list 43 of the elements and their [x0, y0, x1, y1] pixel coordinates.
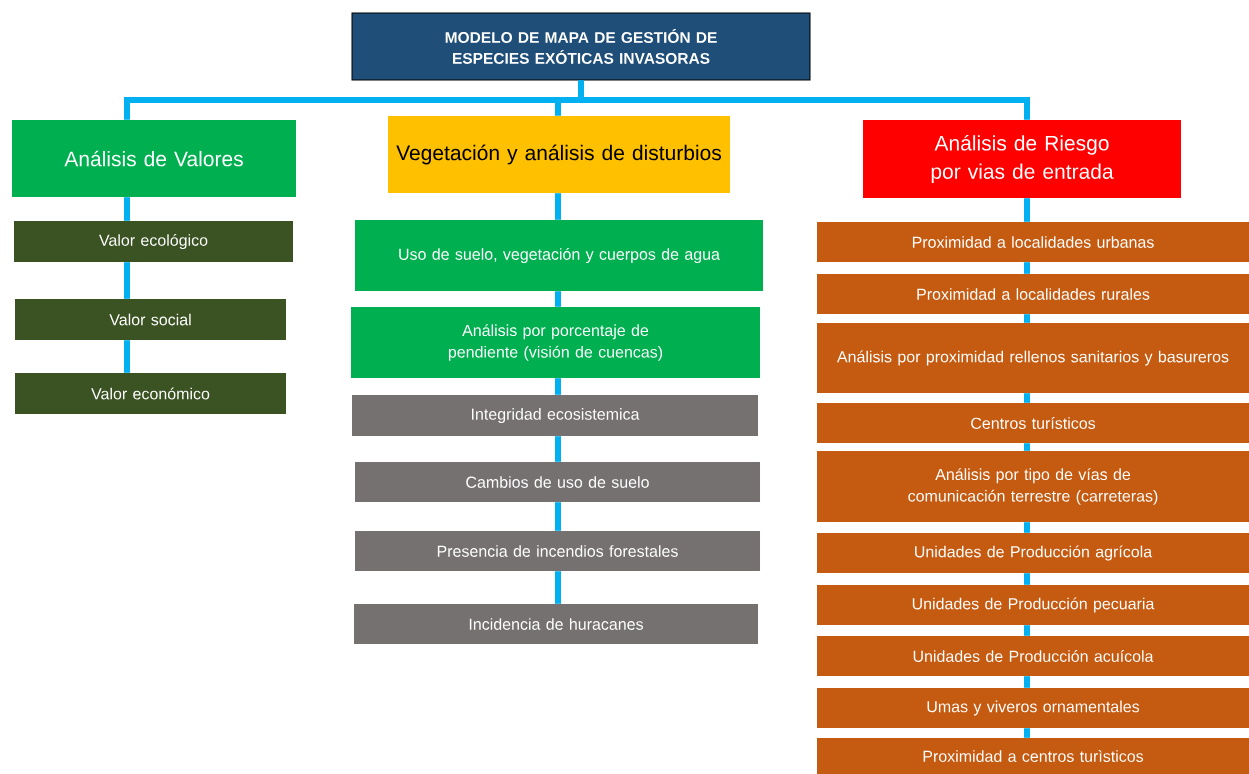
header-box: Vegetación y análisis de disturbios [388, 116, 730, 193]
item-box: Uso de suelo, vegetación y cuerpos de agua [355, 220, 763, 291]
connector-line [578, 80, 1030, 120]
connector-line [555, 378, 561, 395]
item-box: Análisis por porcentaje de pendiente (visión de cuencas) [351, 307, 760, 378]
connector-line [1024, 573, 1030, 585]
item-box: Unidades de Producción pecuaria [817, 585, 1249, 625]
connector-line [1024, 393, 1030, 403]
connector-line [555, 291, 561, 307]
item-box: Proximidad a localidades urbanas [817, 222, 1249, 262]
connector-line [1024, 728, 1030, 738]
item-box: Proximidad a centros turìsticos [817, 738, 1249, 774]
item-box: Valor ecológico [14, 221, 293, 262]
connector-line [1024, 262, 1030, 274]
item-box: Análisis por tipo de vías de comunicación terrestre (carreteras) [817, 451, 1249, 522]
connector-line [555, 436, 561, 462]
connector-line [1024, 443, 1030, 451]
connector-line [1024, 676, 1030, 688]
item-box: Valor económico [15, 373, 286, 414]
item-box: Integridad ecosistemica [352, 395, 758, 436]
item-box: Proximidad a localidades rurales [817, 274, 1249, 314]
item-box: Valor social [15, 299, 286, 340]
item-box: Incidencia de huracanes [354, 604, 758, 644]
connector-line [555, 571, 561, 604]
connector-line [124, 262, 130, 299]
item-box: Unidades de Producción agrícola [817, 533, 1249, 573]
item-box: Unidades de Producción acuícola [817, 636, 1249, 676]
item-box: Umas y viveros ornamentales [817, 688, 1249, 728]
connector-line [1024, 625, 1030, 636]
item-box: Presencia de incendios forestales [355, 531, 760, 571]
header-box: Análisis de Riesgo por vias de entrada [863, 120, 1181, 198]
connector-line [555, 193, 561, 220]
title-box: MODELO DE MAPA DE GESTIÓN DE ESPECIES EXÓTICAS INVASORAS [351, 12, 811, 81]
connector-line [124, 197, 130, 221]
header-box: Análisis de Valores [12, 120, 296, 197]
connector-line [555, 502, 561, 531]
item-box: Cambios de uso de suelo [355, 462, 760, 502]
item-box: Centros turísticos [817, 403, 1249, 443]
connector-line [1024, 314, 1030, 323]
connector-line [1024, 198, 1030, 222]
item-box: Análisis por proximidad rellenos sanitarios y basureros [817, 323, 1249, 393]
connector-line [1024, 522, 1030, 533]
connector-line [124, 340, 130, 373]
